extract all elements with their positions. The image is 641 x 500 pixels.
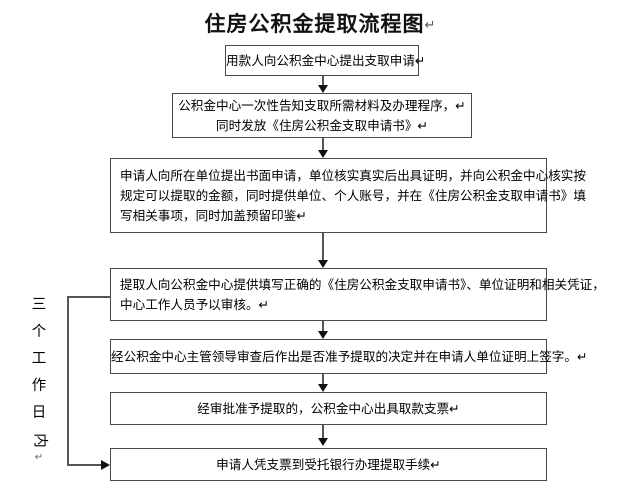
connector-5-6-line bbox=[322, 374, 324, 384]
page-title: 住房公积金提取流程图↵ bbox=[0, 8, 641, 38]
bracket-bottom-segment bbox=[67, 464, 103, 466]
flow-node-step-1-line-0: 用款人向公积金中心提出支取申请↵ bbox=[226, 52, 426, 68]
connector-5-6-arrow bbox=[318, 384, 328, 392]
connector-2-3-arrow bbox=[318, 150, 328, 158]
flow-node-step-3-line-2: 写相关事项，同时加盖预留印鉴↵ bbox=[120, 207, 307, 223]
flow-node-step-6-line-0: 经审批准予提取的，公积金中心出具取款支票↵ bbox=[197, 400, 460, 416]
side-char-2: 工 bbox=[31, 351, 47, 367]
flow-node-step-5[interactable]: 经公积金中心主管领导审查后作出是否准予提取的决定并在申请人单位证明上签字。↵ bbox=[110, 339, 588, 374]
flow-node-step-6[interactable]: 经审批准予提取的，公积金中心出具取款支票↵ bbox=[110, 392, 547, 425]
flow-node-step-5-line-0: 经公积金中心主管领导审查后作出是否准予提取的决定并在申请人单位证明上签字。↵ bbox=[111, 348, 588, 364]
side-char-4: 日 bbox=[31, 405, 47, 421]
connector-4-5-line bbox=[322, 321, 324, 331]
connector-3-4-arrow bbox=[318, 260, 328, 268]
three-working-days-label: 三 个 工 作 日 内 ↵ bbox=[26, 292, 52, 463]
flow-node-step-4[interactable]: 提取人向公积金中心提供填写正确的《住房公积金支取申请书》、单位证明和相关凭证， … bbox=[110, 268, 605, 321]
side-char-5: 内 bbox=[31, 433, 48, 448]
connector-6-7-line bbox=[322, 425, 324, 438]
side-char-1: 个 bbox=[31, 324, 47, 340]
flow-node-step-2[interactable]: 公积金中心一次性告知支取所需材料及办理程序，↵ 同时发放《住房公积金支取申请书》… bbox=[172, 93, 472, 138]
flow-node-step-7-line-0: 申请人凭支票到受托银行办理提取手续↵ bbox=[216, 456, 441, 472]
connector-1-2-line bbox=[322, 76, 324, 87]
page-title-text: 住房公积金提取流程图 bbox=[204, 12, 425, 36]
connector-6-7-arrow bbox=[318, 438, 328, 446]
connector-1-2-arrow bbox=[318, 85, 328, 93]
flow-node-step-4-line-0: 提取人向公积金中心提供填写正确的《住房公积金支取申请书》、单位证明和相关凭证， bbox=[120, 276, 605, 292]
side-char-3: 作 bbox=[31, 378, 47, 394]
flow-node-step-3-line-1: 规定可以提取的金额，同时提供单位、个人账号，并在《住房公积金支取申请书》填 bbox=[120, 187, 586, 203]
connector-3-4-line bbox=[322, 233, 324, 260]
side-char-0: 三 bbox=[31, 297, 47, 313]
connector-4-5-arrow bbox=[318, 331, 328, 339]
title-return-mark: ↵ bbox=[424, 18, 437, 33]
side-label-return-mark: ↵ bbox=[34, 452, 44, 463]
flow-node-step-1[interactable]: 用款人向公积金中心提出支取申请↵ bbox=[225, 45, 426, 76]
bracket-top-segment bbox=[67, 296, 111, 298]
bracket-vertical-segment bbox=[67, 296, 69, 465]
bracket-arrow bbox=[101, 460, 110, 470]
flow-node-step-4-line-1: 中心工作人员予以审核。↵ bbox=[120, 296, 270, 312]
flow-node-step-7[interactable]: 申请人凭支票到受托银行办理提取手续↵ bbox=[110, 448, 547, 481]
flow-node-step-3-line-0: 申请人向所在单位提出书面申请，单位核实真实后出具证明，并向公积金中心核实按 bbox=[120, 167, 586, 183]
connector-2-3-line bbox=[322, 138, 324, 150]
flow-node-step-3[interactable]: 申请人向所在单位提出书面申请，单位核实真实后出具证明，并向公积金中心核实按 规定… bbox=[110, 158, 586, 233]
flow-node-step-2-line-1: 同时发放《住房公积金支取申请书》↵ bbox=[215, 117, 429, 133]
flow-node-step-2-line-0: 公积金中心一次性告知支取所需材料及办理程序，↵ bbox=[178, 97, 466, 113]
